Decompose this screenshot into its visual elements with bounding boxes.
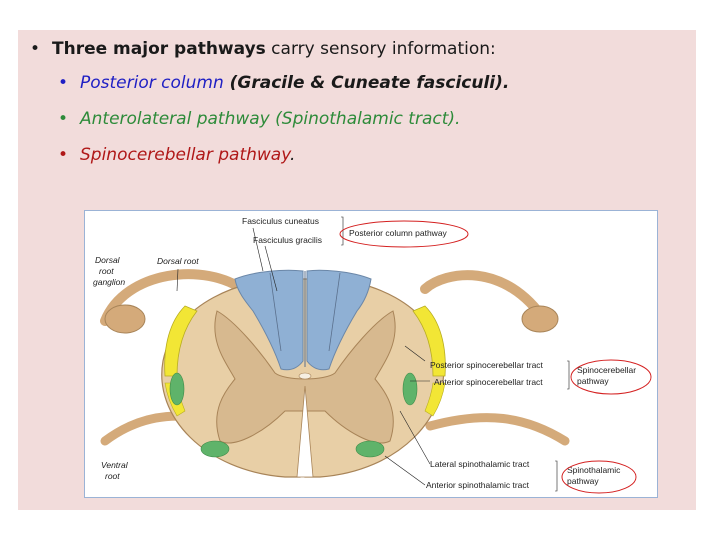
- central-canal: [298, 372, 312, 380]
- anterior-spinocerebellar-right: [424, 382, 446, 417]
- bullet-posterior-column-name: Posterior column: [80, 73, 224, 93]
- bullet-dot: •: [30, 39, 41, 59]
- label-dorsal-root-ganglion-1: Dorsal: [95, 255, 121, 265]
- leader-lateral-spinothalamic: [399, 410, 431, 465]
- bullet-dot: •: [58, 73, 69, 93]
- leader-posterior-spinocerebellar: [404, 345, 426, 362]
- right-ventral-root: [425, 413, 570, 446]
- bullet-main-rest: carry sensory information:: [265, 39, 496, 59]
- label-dorsal-root: Dorsal root: [157, 256, 199, 266]
- label-fasciculus-cuneatus: Fasciculus cuneatus: [242, 216, 319, 226]
- label-fasciculus-gracilis: Fasciculus gracilis: [253, 235, 322, 245]
- bracket-posterior-column: [341, 216, 344, 246]
- bullet-main-bold: Three major pathways: [52, 39, 266, 59]
- bullet-posterior-column: • Posterior column (Gracile & Cuneate fas…: [58, 72, 509, 94]
- grey-matter: [214, 310, 396, 444]
- spinal-cord-diagram: Fasciculus cuneatus Fasciculus gracilis …: [84, 210, 658, 498]
- highlight-posterior-column-pathway: [339, 220, 469, 248]
- right-dorsal-root-ganglion: [521, 305, 559, 333]
- spinal-cord-illustration: Fasciculus cuneatus Fasciculus gracilis …: [93, 216, 652, 494]
- spinocerebellar-right: [412, 305, 446, 377]
- bullet-spinocerebellar-text: Spinocerebellar pathway: [80, 145, 290, 165]
- lateral-spinothalamic-right: [402, 372, 418, 406]
- bullet-posterior-column-detail: (Gracile & Cuneate fasciculi).: [223, 73, 510, 93]
- label-anterior-spinocerebellar: Anterior spinocerebellar tract: [434, 377, 543, 387]
- leader-anterior-spinothalamic: [384, 455, 426, 486]
- label-spinothalamic-pathway-1: Spinothalamic: [567, 465, 621, 475]
- label-dorsal-root-ganglion-2: root: [99, 266, 114, 276]
- label-spinocerebellar-pathway-1: Spinocerebellar: [577, 365, 636, 375]
- label-ventral-root-1: Ventral: [101, 460, 129, 470]
- label-ventral-root-2: root: [105, 471, 120, 481]
- bullet-spinocerebellar: • Spinocerebellar pathway.: [58, 144, 295, 166]
- label-posterior-spinocerebellar: Posterior spinocerebellar tract: [430, 360, 544, 370]
- bullet-dot: •: [58, 145, 69, 165]
- right-dorsal-root: [420, 270, 550, 326]
- label-posterior-column-pathway: Posterior column pathway: [349, 228, 448, 238]
- anterior-median-fissure: [296, 385, 314, 478]
- posterior-column-right: [306, 269, 372, 371]
- label-anterior-spinothalamic: Anterior spinothalamic tract: [426, 480, 530, 490]
- bullet-main: • Three major pathways carry sensory info…: [30, 38, 496, 60]
- posterior-column-left: [234, 269, 304, 371]
- bullet-anterolateral-text: Anterolateral pathway (Spinothalamic tra…: [80, 109, 461, 129]
- anterior-spinothalamic-left: [200, 440, 230, 458]
- bracket-spinocerebellar: [567, 360, 570, 390]
- bullet-anterolateral: • Anterolateral pathway (Spinothalamic tr…: [58, 108, 460, 130]
- label-dorsal-root-ganglion-3: ganglion: [93, 277, 125, 287]
- lateral-spinothalamic-left: [169, 372, 185, 406]
- label-spinothalamic-pathway-2: pathway: [567, 476, 599, 486]
- gracile-cuneate-border-right: [328, 272, 341, 352]
- gracile-cuneate-border-left: [269, 272, 282, 352]
- highlight-spinocerebellar-pathway: [570, 359, 652, 395]
- leader-fasciculus-gracilis: [264, 245, 278, 292]
- bracket-spinothalamic: [555, 460, 558, 492]
- bullet-dot: •: [58, 109, 69, 129]
- leader-dorsal-root: [176, 268, 179, 292]
- left-dorsal-root-ganglion: [104, 304, 146, 334]
- highlight-spinothalamic-pathway: [561, 460, 637, 494]
- bullet-spinocerebellar-period: .: [289, 145, 296, 165]
- anterior-spinothalamic-right: [355, 440, 385, 458]
- label-lateral-spinothalamic: Lateral spinothalamic tract: [430, 459, 530, 469]
- label-spinocerebellar-pathway-2: pathway: [577, 376, 609, 386]
- leader-fasciculus-cuneatus: [252, 227, 264, 272]
